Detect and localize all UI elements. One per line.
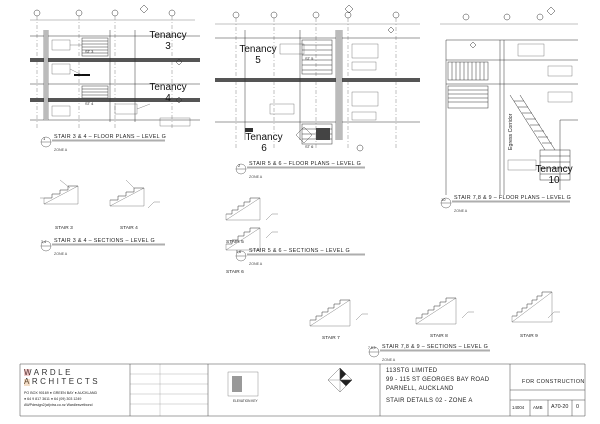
- sheet-number: A70-20: [551, 404, 569, 410]
- revision-number: 0: [576, 404, 579, 410]
- stair-3-mark: ST 3: [85, 49, 94, 54]
- job-number: 14004: [512, 405, 525, 410]
- egress-corridor-label: Egress Corridor: [508, 113, 514, 150]
- firm-name-line2: ARCHITECTS: [24, 377, 101, 386]
- plan-stair-3-4: [30, 4, 200, 130]
- zone-label-5-6: ZONE A: [249, 262, 263, 266]
- stair-9-label: STAIR 9: [520, 334, 538, 339]
- client-name: 113STG LIMITED: [386, 368, 438, 374]
- firm-phone: ● 64 9 817 3611 ● 64 (09) 303 1249: [24, 397, 82, 401]
- sheet-title: STAIR DETAILS 02 - ZONE A: [386, 398, 473, 404]
- zone-label-1: ZONE A: [54, 148, 68, 152]
- detail-number-3-4: 3,4: [41, 240, 46, 244]
- stair-4-mark: ST 4: [85, 101, 94, 106]
- stair-3-label: STAIR 3: [55, 226, 73, 231]
- plan-title-stair-3-4: STAIR 3 & 4 – FLOOR PLANS – LEVEL G: [54, 134, 167, 140]
- zone-label-10: ZONE A: [454, 209, 468, 213]
- detail-number-7-8-9: 7,8,9: [368, 346, 376, 350]
- plan-title-stair-5-6: STAIR 5 & 6 – FLOOR PLANS – LEVEL G: [249, 161, 362, 167]
- stair-7-label: STAIR 7: [322, 336, 340, 341]
- detail-number-1: 1: [43, 136, 46, 141]
- drawn-by: AMB: [533, 405, 543, 410]
- firm-logo-mark-a: [24, 379, 30, 386]
- firm-name-line1: WARDLE: [24, 368, 73, 377]
- project-suburb: PARNELL, AUCKLAND: [386, 386, 454, 392]
- section-stairs-5-6: [225, 197, 278, 251]
- detail-number-5-6: 5,6: [236, 250, 241, 254]
- detail-number-2: 2: [238, 163, 241, 168]
- stair-5-label: STAIR 5: [226, 240, 244, 245]
- stair-8-label: STAIR 8: [430, 334, 448, 339]
- firm-logo-mark-w: [24, 369, 30, 376]
- stair-6-label: STAIR 6: [226, 270, 244, 275]
- status-label: FOR CONSTRUCTION: [522, 379, 585, 385]
- firm-logo: WARDLE ARCHITECTS: [24, 368, 100, 386]
- title-bubbles: [40, 136, 570, 358]
- zone-label-3-4: ZONE A: [54, 252, 68, 256]
- zone-label-7-8-9: ZONE A: [382, 358, 396, 362]
- detail-number-10: 10: [441, 197, 446, 202]
- title-block-lines: [19, 363, 586, 417]
- zone-label-2: ZONE A: [249, 175, 263, 179]
- project-address: 99 - 115 ST GEORGES BAY ROAD: [386, 377, 490, 383]
- plan-stair-7-8-9: [440, 6, 578, 195]
- section-title-stair-3-4: STAIR 3 & 4 – SECTIONS – LEVEL G: [54, 238, 155, 244]
- firm-email: AWPdesign2(at)xtra.co.nz Wardlesvetbond: [24, 403, 93, 407]
- plan-title-stair-7-8-9: STAIR 7,8 & 9 – FLOOR PLANS – LEVEL G: [454, 195, 572, 201]
- stair-5-mark: ST 5: [305, 56, 314, 61]
- stair-4-label: STAIR 4: [120, 226, 138, 231]
- section-title-stair-7-8-9: STAIR 7,8 & 9 – SECTIONS – LEVEL G: [382, 344, 489, 350]
- section-stairs-3-4: [40, 179, 160, 209]
- plan-stair-5-6: [215, 4, 420, 152]
- firm-address: PO BOX 90169 ● GREEN BAY ● AUCKLAND: [24, 391, 98, 395]
- stair-6-mark: ST 6: [305, 144, 314, 149]
- section-title-stair-5-6: STAIR 5 & 6 – SECTIONS – LEVEL G: [249, 248, 350, 254]
- key-plan-label: ELEVATION KEY: [233, 399, 258, 403]
- section-stairs-7-8-9: [309, 291, 560, 327]
